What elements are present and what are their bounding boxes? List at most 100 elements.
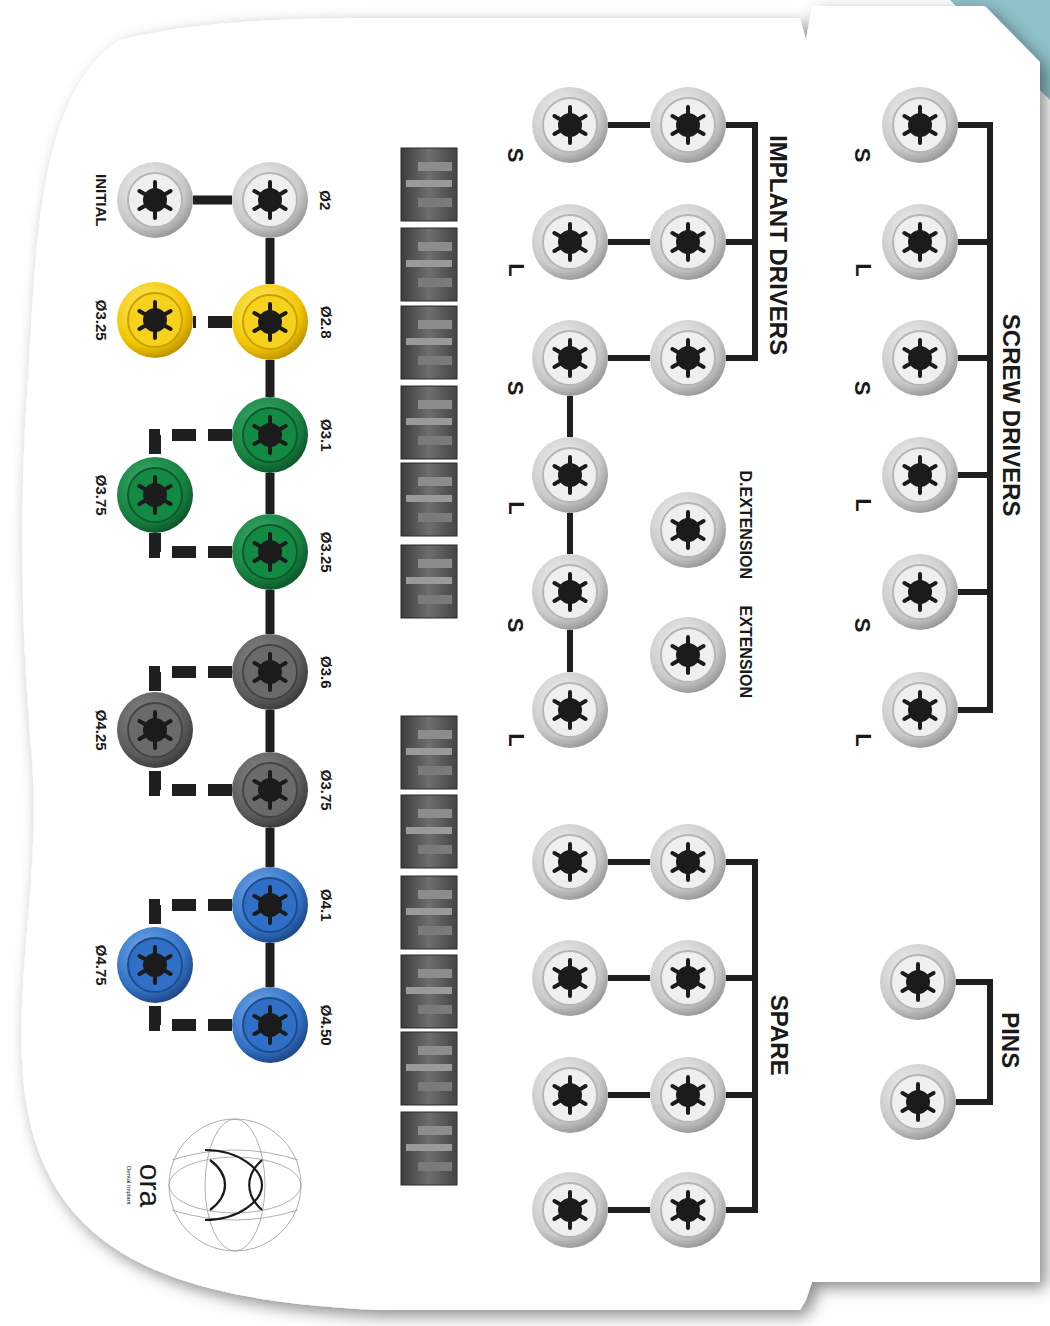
holder-rim	[532, 437, 608, 513]
holder-socket	[882, 320, 958, 396]
holder-rim	[650, 492, 726, 568]
holder-socket	[532, 1057, 608, 1133]
holder-socket	[532, 204, 608, 280]
star-socket	[554, 844, 585, 880]
holder-rim	[117, 457, 193, 533]
drill-diameter: Ø4.50	[317, 1004, 334, 1045]
holder-well	[128, 468, 182, 522]
holder-well	[243, 645, 297, 699]
holder-socket	[232, 867, 308, 943]
drill-holder: Ø3.6	[232, 634, 308, 710]
holder-well	[661, 1183, 715, 1237]
slot-groove	[418, 969, 452, 978]
holder-socket	[117, 282, 193, 358]
logo-circle	[169, 1119, 301, 1251]
holder-well	[661, 503, 715, 557]
slot-groove	[418, 400, 452, 409]
holder-name: D.EXTENSION	[736, 471, 754, 579]
logo-globe	[169, 1119, 301, 1251]
logo-tagline: Dental Implant	[125, 1165, 132, 1204]
holder-socket	[880, 944, 956, 1020]
star-socket	[904, 457, 935, 493]
logo-lines	[172, 1150, 298, 1220]
drill-diameter: Ø4.75	[92, 944, 109, 985]
star-socket	[254, 417, 285, 453]
star-socket	[904, 224, 935, 260]
slot-groove	[406, 577, 452, 584]
slot-groove	[418, 559, 452, 568]
slot	[401, 795, 457, 868]
size-letter: S	[850, 618, 874, 633]
holder-socket	[882, 554, 958, 630]
holder-socket	[532, 437, 608, 513]
holder-socket	[232, 284, 308, 360]
star-socket	[254, 304, 285, 340]
holder-well	[543, 835, 597, 889]
holder-socket	[650, 320, 726, 396]
holder-socket	[650, 1172, 726, 1248]
star-socket	[904, 340, 935, 376]
size-letter: L	[503, 733, 527, 746]
slot	[401, 545, 457, 618]
holder-well	[661, 1068, 715, 1122]
holder-rim	[650, 940, 726, 1016]
drill-holder: Ø2	[232, 162, 308, 238]
drill-diameter: Ø3.25	[92, 299, 109, 340]
drill-diameter: Ø4.25	[92, 709, 109, 750]
size-letter: S	[503, 618, 527, 633]
holder-socket	[117, 927, 193, 1003]
size-letter: S	[850, 381, 874, 396]
holder-well	[543, 1068, 597, 1122]
drill-socket-icon	[117, 162, 193, 238]
slot-groove	[418, 320, 452, 329]
drill-holder: Ø4.25	[117, 692, 193, 768]
slot-groove	[406, 338, 452, 345]
holder-rim	[882, 437, 958, 513]
holder-well	[243, 878, 297, 932]
holder-socket	[532, 940, 608, 1016]
holder-well	[128, 293, 182, 347]
star-socket	[672, 844, 703, 880]
holder-socket	[232, 752, 308, 828]
drill-socket-icon	[117, 282, 193, 358]
holder-rim	[882, 554, 958, 630]
holder-well	[661, 215, 715, 269]
slot-groove	[418, 890, 452, 899]
star-socket	[902, 964, 933, 1000]
drill-socket-icon	[232, 752, 308, 828]
slot-groove	[418, 845, 452, 854]
slot-groove	[418, 477, 452, 486]
holder-socket	[650, 940, 726, 1016]
slot-groove	[418, 926, 452, 935]
holder-socket	[650, 492, 726, 568]
slot-group	[401, 148, 457, 1185]
slot-groove	[418, 1082, 452, 1091]
holder-well	[543, 448, 597, 502]
solid-connector	[266, 828, 275, 867]
drill-socket-icon	[232, 162, 308, 238]
slot	[401, 876, 457, 949]
holder-well	[543, 98, 597, 152]
drill-holder: Ø4.50	[232, 987, 308, 1063]
slot-groove	[418, 356, 452, 365]
section-title: SPARE	[765, 995, 791, 1076]
star-socket	[554, 692, 585, 728]
size-letter: L	[503, 501, 527, 514]
holder-rim	[882, 87, 958, 163]
dashed-connector	[155, 905, 232, 927]
slot-groove	[418, 1046, 452, 1055]
star-socket	[554, 574, 585, 610]
holder-socket	[532, 672, 608, 748]
drill-diameter: Ø4.1	[317, 888, 334, 921]
size-letter: L	[850, 733, 874, 746]
drill-holder: Ø3.25	[232, 514, 308, 590]
size-letter: S	[503, 381, 527, 396]
slot-groove	[418, 513, 452, 522]
holder-socket	[650, 204, 726, 280]
slot	[401, 386, 457, 459]
drill-diameter: Ø3.1	[317, 418, 334, 451]
star-socket	[672, 1192, 703, 1228]
star-socket	[139, 947, 170, 983]
solid-connector	[266, 943, 275, 987]
